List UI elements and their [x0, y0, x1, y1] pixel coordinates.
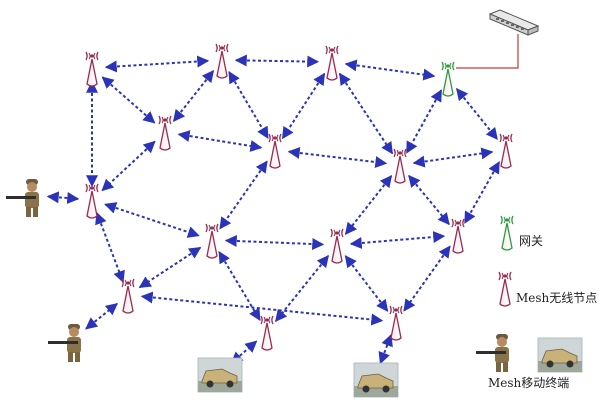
terminals-layer: [6, 179, 399, 398]
mesh-node-icon: [158, 115, 172, 151]
link-n2-n6: [172, 70, 215, 122]
mesh-node-icon: [215, 43, 229, 79]
link-n13-n16: [403, 245, 451, 312]
link-n9-n13: [408, 174, 450, 226]
link-n7-n11: [219, 160, 268, 230]
legend-gateway-label: 网关: [519, 234, 544, 248]
link-n8-n10: [95, 211, 125, 284]
mesh-node-icon: [325, 45, 339, 81]
link-n1-n2: [104, 55, 210, 73]
link-n11-n10: [138, 246, 202, 289]
link-n2-n3: [234, 54, 320, 68]
link-n5-n13: [464, 161, 500, 224]
link-n12-n13: [349, 231, 446, 249]
link-n8-n11: [104, 202, 200, 238]
soldier-terminal-icon: [6, 179, 39, 217]
mesh-node-icon: [85, 183, 99, 219]
mesh-node-icon: [121, 278, 135, 314]
vehicle-terminal-icon: [197, 357, 243, 393]
link-n1-n6: [101, 76, 156, 124]
mesh-node-icon: [389, 305, 403, 341]
vehicle-terminal-icon: [353, 362, 399, 398]
terminal-link-t2-n10: [85, 302, 119, 330]
terminal-link-t4-n16: [378, 333, 393, 365]
link-n9-n5: [412, 147, 494, 168]
soldier-terminal-icon: [48, 324, 81, 362]
mesh-node-icon: [451, 218, 465, 254]
legend-gateway-icon: [500, 215, 514, 251]
legend-mesh-node-label: Mesh无线节点: [516, 291, 598, 305]
nodes-layer: [85, 43, 513, 351]
legend-soldier-icon: [476, 334, 509, 372]
link-n11-n14: [218, 250, 261, 322]
legend-mobile-terminal-label: Mesh移动终端: [488, 376, 570, 390]
terminal-link-t1-n8: [46, 191, 80, 204]
legend-vehicle-icon: [537, 337, 583, 373]
link-n3-n7: [281, 72, 326, 140]
link-n2-n7: [228, 71, 269, 139]
link-gw-n5: [456, 87, 498, 141]
link-n12-n16: [344, 255, 389, 312]
link-n3-n9: [338, 72, 394, 155]
mesh-node-icon: [499, 133, 513, 169]
mesh-node-icon: [330, 228, 344, 264]
link-gw-n9: [405, 89, 443, 154]
mesh-node-icon: [205, 223, 219, 259]
link-n3-gw: [344, 59, 436, 81]
router-gateway-link: [456, 34, 519, 69]
mesh-node-icon: [268, 133, 282, 169]
mesh-node-icon: [260, 315, 274, 351]
mesh-node-icon: [393, 148, 407, 184]
gateway-node-icon: [441, 61, 455, 97]
link-n7-n9: [287, 146, 388, 169]
mesh-node-icon: [85, 51, 99, 87]
link-n9-n12: [344, 175, 393, 235]
router-icon: [488, 9, 540, 36]
link-n6-n7: [177, 130, 263, 152]
legend-mesh-node-icon: [498, 271, 512, 307]
link-n6-n8: [101, 140, 156, 192]
router-layer: [456, 9, 540, 69]
links-layer: [46, 54, 500, 365]
link-n10-n15: [140, 291, 384, 326]
legend-layer: [476, 215, 583, 373]
link-n12-n14: [274, 254, 330, 323]
link-n11-n12: [224, 234, 325, 251]
